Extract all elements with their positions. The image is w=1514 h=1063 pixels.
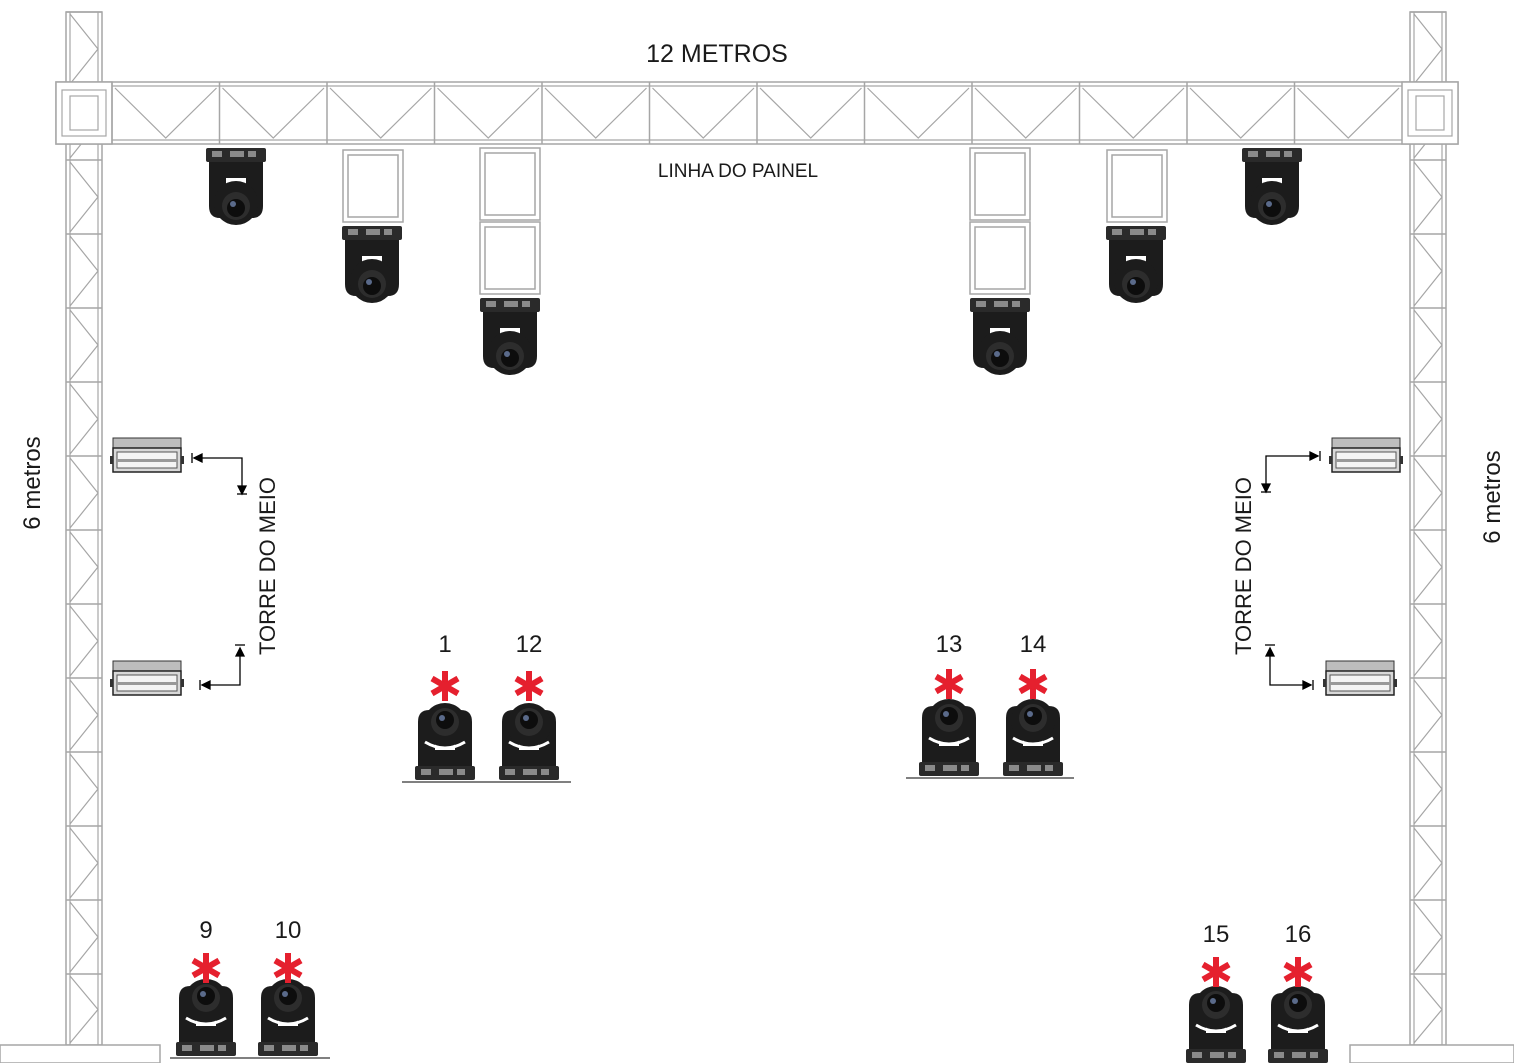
truss-width-label: 12 METROS [646,40,788,68]
red-asterisk-marker [191,953,221,983]
led-panel-left-outer [342,149,404,223]
hanging-moving-head-4 [970,298,1030,375]
led-panel-right-outer [1106,149,1168,223]
hanging-moving-head-2 [342,226,402,303]
floor-moving-head [1184,984,1248,1063]
left-tower-label: TORRE DO MEIO [255,477,280,655]
hanging-moving-head-5 [1106,226,1166,303]
red-asterisk-marker [514,671,544,701]
fixture-number-label: 15 [1203,921,1230,948]
floor-fixture: 15 [1184,921,1248,1063]
red-asterisk-marker [1018,669,1048,699]
fixture-number-label: 13 [936,631,963,658]
floor-fixture: 9 [174,917,238,1058]
led-panel-left-inner [479,147,541,295]
floor-moving-head [174,977,238,1058]
red-asterisk-marker [1283,957,1313,987]
floor-moving-head [917,697,981,778]
strobe-left-upper [109,437,185,473]
fixture-number-label: 12 [516,631,543,658]
panel-line-label: LINHA DO PAINEL [658,161,818,182]
red-asterisk-marker [273,953,303,983]
right-tower-label: TORRE DO MEIO [1231,477,1256,655]
floor-moving-head [497,701,561,782]
right-base [1349,1044,1514,1063]
top-truss [55,81,1459,145]
floor-fixture: 16 [1266,921,1330,1063]
red-asterisk-marker [934,669,964,699]
floor-moving-head [1001,697,1065,778]
floor-fixture: 1 [413,631,477,782]
floor-fixtures: 1 12 13 14 9 10 15 16 [174,631,1330,1063]
floor-fixture: 10 [256,917,320,1058]
fixture-number-label: 14 [1020,631,1047,658]
dimension-arrow-left [191,452,248,691]
fixture-number-label: 16 [1285,921,1312,948]
floor-moving-head [1266,984,1330,1063]
floor-moving-head [256,977,320,1058]
strobe-right-lower [1322,660,1398,696]
left-base [0,1044,161,1063]
hanging-moving-head-3 [480,298,540,375]
floor-moving-head [413,701,477,782]
fixture-number-label: 9 [199,917,212,944]
left-truss-tower [65,11,103,1046]
strobe-left-lower [109,660,185,696]
floor-fixture: 12 [497,631,561,782]
right-height-label: 6 metros [1479,450,1506,543]
red-asterisk-marker [430,671,460,701]
right-truss-tower [1409,11,1447,1046]
left-height-label: 6 metros [19,436,46,529]
red-asterisk-marker [1201,957,1231,987]
floor-fixture: 13 [917,631,981,778]
hanging-moving-head-6 [1242,148,1302,225]
dimension-arrow-right [1260,450,1321,691]
floor-fixture: 14 [1001,631,1065,778]
fixture-number-label: 1 [438,631,451,658]
strobe-right-upper [1328,437,1404,473]
fixture-number-label: 10 [275,917,302,944]
led-panel-right-inner [969,147,1031,295]
hanging-moving-head-1 [206,148,266,225]
